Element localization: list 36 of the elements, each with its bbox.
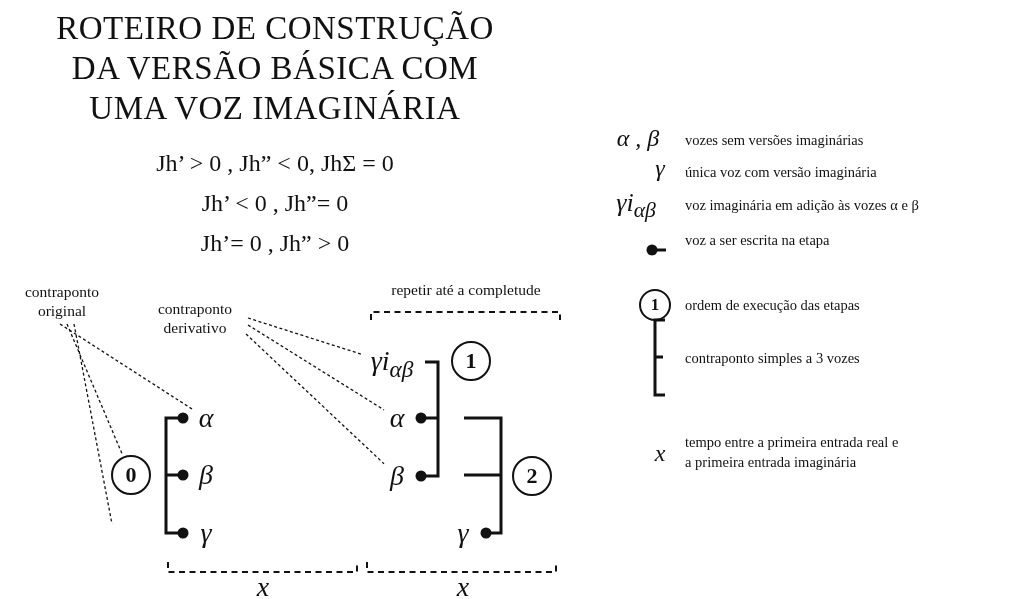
symbol-text: x	[256, 571, 270, 599]
symbol-text: γ	[655, 155, 665, 182]
legend-text: única voz com versão imaginária	[685, 163, 877, 182]
formula-text: Jh’= 0 , Jh” > 0	[200, 230, 350, 257]
legend-text: ordem de execução das etapas	[685, 296, 860, 315]
annotation-label: contraponto original	[7, 279, 117, 323]
voice-label: γ	[193, 516, 219, 550]
legend-text: vozes sem versões imaginárias	[685, 131, 864, 150]
voice-label: γi$_{αβ}$	[363, 345, 421, 383]
voice-label: α	[193, 401, 219, 435]
leader-line	[59, 323, 194, 411]
step-number: 1	[639, 289, 671, 321]
leader-line	[245, 333, 385, 465]
legend-text: contraponto simples a 3 vozes	[685, 349, 860, 368]
symbol-text: α , β	[616, 125, 660, 152]
annotation-label: repetir até a completude	[391, 281, 541, 299]
symbol-text: x	[654, 440, 666, 467]
title: ROTEIRO DE CONSTRUÇÃO DA VERSÃO BÁSICA COM UMA VOZ IMAGINÁRIA	[55, 9, 495, 128]
leader-line	[247, 317, 364, 356]
formula-text: Jh’ > 0 , Jh” < 0, JhΣ = 0	[156, 150, 394, 177]
leader-line	[66, 323, 124, 456]
voice-label: β	[193, 458, 219, 492]
legend-text: voz imaginária em adição às vozes α e β	[685, 196, 919, 215]
voice-label: α	[384, 401, 410, 435]
annotation-label: contraponto derivativo	[140, 296, 250, 340]
step-number: 1	[451, 341, 491, 381]
legend-text: tempo entre a primeira entrada real e a primeira entrada imaginária	[685, 433, 900, 472]
leader-line	[247, 324, 385, 411]
step-number: 2	[512, 456, 552, 496]
step-number: 0	[111, 455, 151, 495]
legend-text: voz a ser escrita na etapa	[685, 231, 830, 250]
symbol-text: x	[456, 571, 470, 599]
formula-text: Jh’ < 0 , Jh”= 0	[201, 190, 349, 217]
voice-label: γ	[451, 516, 475, 550]
symbol-text: γi$_{αβ}$	[616, 188, 656, 224]
voice-label: β	[384, 459, 410, 493]
